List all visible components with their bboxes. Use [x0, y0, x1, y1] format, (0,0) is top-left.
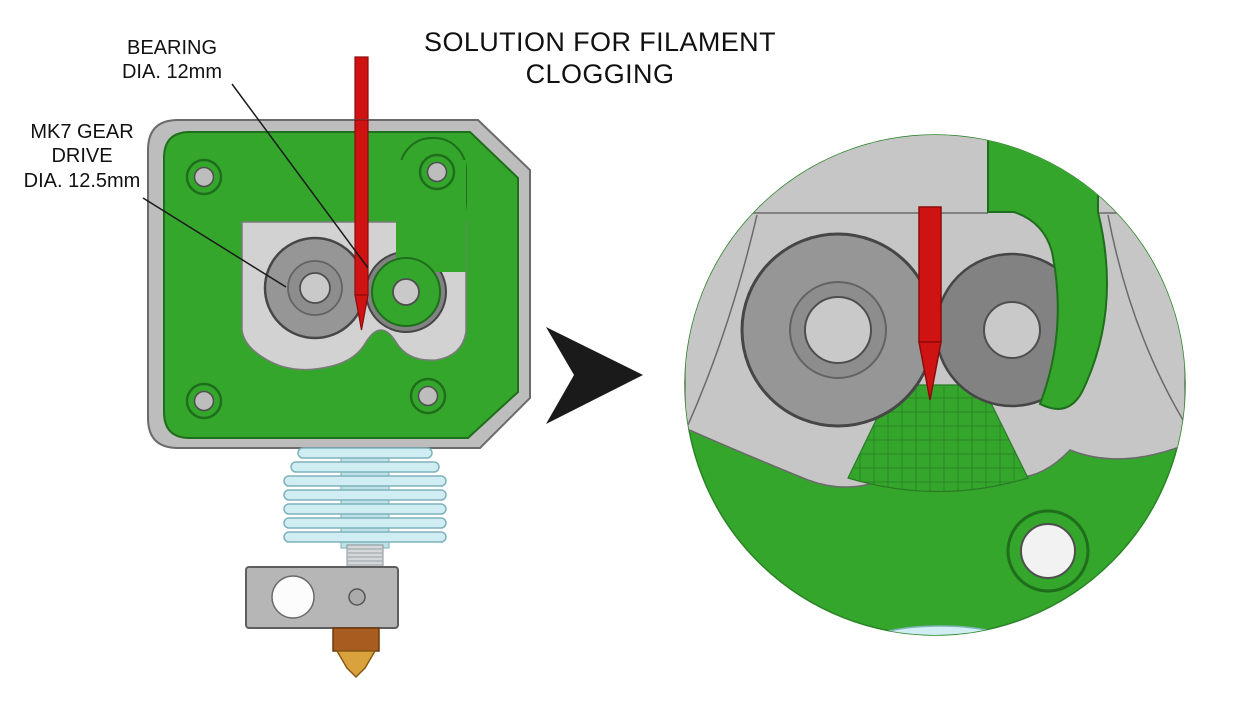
screw-hole: [418, 153, 456, 191]
corner-screws: [185, 153, 456, 420]
filament-strand-top: [354, 56, 369, 128]
screw-hole: [409, 377, 447, 415]
gear-callout-line-3: DIA. 12.5mm: [23, 169, 141, 192]
heater-block-screw: [348, 588, 366, 606]
screw-hole: [185, 158, 223, 196]
heater-block-hole: [271, 575, 315, 619]
screw-hole: [185, 382, 223, 420]
zoom-filament: [918, 206, 942, 401]
zoom-bearing-hub: [983, 301, 1041, 359]
bearing-callout-line-2: DIA. 12mm: [121, 61, 223, 84]
leader-line-gear: [142, 197, 287, 288]
zoom-heatsink-edge: [859, 625, 1021, 635]
idler-shaft-hole: [392, 278, 420, 306]
zoom-arrow-icon: [546, 327, 643, 424]
zoom-view: [684, 134, 1186, 636]
zoom-idler-arm: [987, 135, 1108, 410]
page-title: SOLUTION FOR FILAMENT CLOGGING: [400, 26, 800, 91]
heat-break: [346, 544, 384, 570]
zoom-gear: [740, 232, 936, 428]
title-line-1: SOLUTION FOR FILAMENT: [424, 27, 776, 57]
gear-callout-line-1: MK7 GEAR: [30, 121, 134, 143]
bearing-callout-line-1: BEARING: [126, 37, 218, 59]
heatsink: [283, 447, 447, 549]
title-line-2: CLOGGING: [525, 59, 675, 90]
leader-line-bearing: [231, 83, 369, 269]
nozzle: [332, 627, 380, 679]
zoom-wall-contour-left: [687, 214, 758, 426]
extruder-assembly: [147, 56, 531, 679]
gear-drive-callout: MK7 GEAR DRIVE DIA. 12.5mm: [6, 120, 158, 193]
gear-callout-line-2: DRIVE: [51, 145, 113, 168]
zoom-wall-contour-right: [1107, 214, 1184, 421]
zoom-screw-hole: [1006, 509, 1090, 593]
bearing-callout: BEARING DIA. 12mm: [92, 36, 252, 85]
filament: [354, 119, 369, 331]
heater-block: [245, 566, 399, 629]
mk7-gear: [263, 236, 367, 340]
